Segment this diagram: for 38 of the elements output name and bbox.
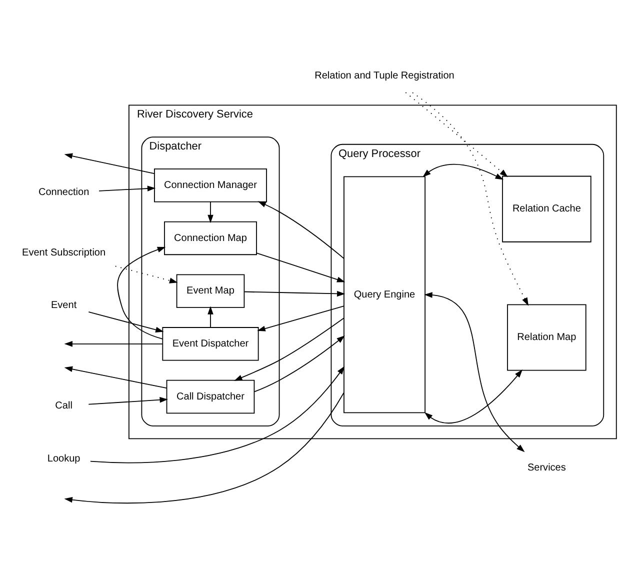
arrow: [405, 92, 508, 177]
arrow: [257, 305, 344, 331]
arrow: [114, 265, 178, 283]
node-text: Connection: [38, 186, 90, 198]
arrow: [254, 335, 345, 392]
node-box: Query Engine: [344, 176, 426, 413]
node-box: Call Dispatcher: [166, 379, 255, 414]
arrow: [88, 396, 168, 404]
arrow: [64, 340, 163, 346]
node-box: Relation Cache: [502, 175, 592, 242]
node-text: Lookup: [47, 452, 80, 464]
arrow: [424, 292, 525, 452]
arrow: [256, 252, 346, 282]
node-box: Event Map: [176, 274, 245, 308]
node-text: Event: [50, 300, 77, 311]
arrow: [88, 311, 164, 332]
arrow: [412, 92, 529, 306]
node-text: Call: [55, 400, 72, 411]
arrow: [90, 366, 345, 463]
arrow: [64, 152, 155, 174]
arrow: [64, 392, 344, 503]
arrow: [244, 290, 346, 296]
node-text: Relation and Tuple Registration: [314, 70, 454, 82]
node-text: Event Subscription: [22, 246, 106, 258]
node-text: Services: [527, 462, 566, 473]
arrow: [117, 246, 166, 339]
arrow: [424, 369, 523, 423]
node-box: Event Dispatcher: [162, 326, 259, 360]
arrow: [98, 185, 156, 191]
node-box: Relation Map: [507, 304, 586, 370]
arrow: [234, 317, 344, 380]
arrow: [64, 366, 167, 388]
node-box: Connection Manager: [154, 168, 267, 202]
node-box: Connection Map: [164, 220, 257, 255]
arrow: [258, 200, 344, 258]
arrow: [208, 200, 214, 223]
arrow: [208, 306, 214, 328]
arrow: [422, 163, 504, 180]
